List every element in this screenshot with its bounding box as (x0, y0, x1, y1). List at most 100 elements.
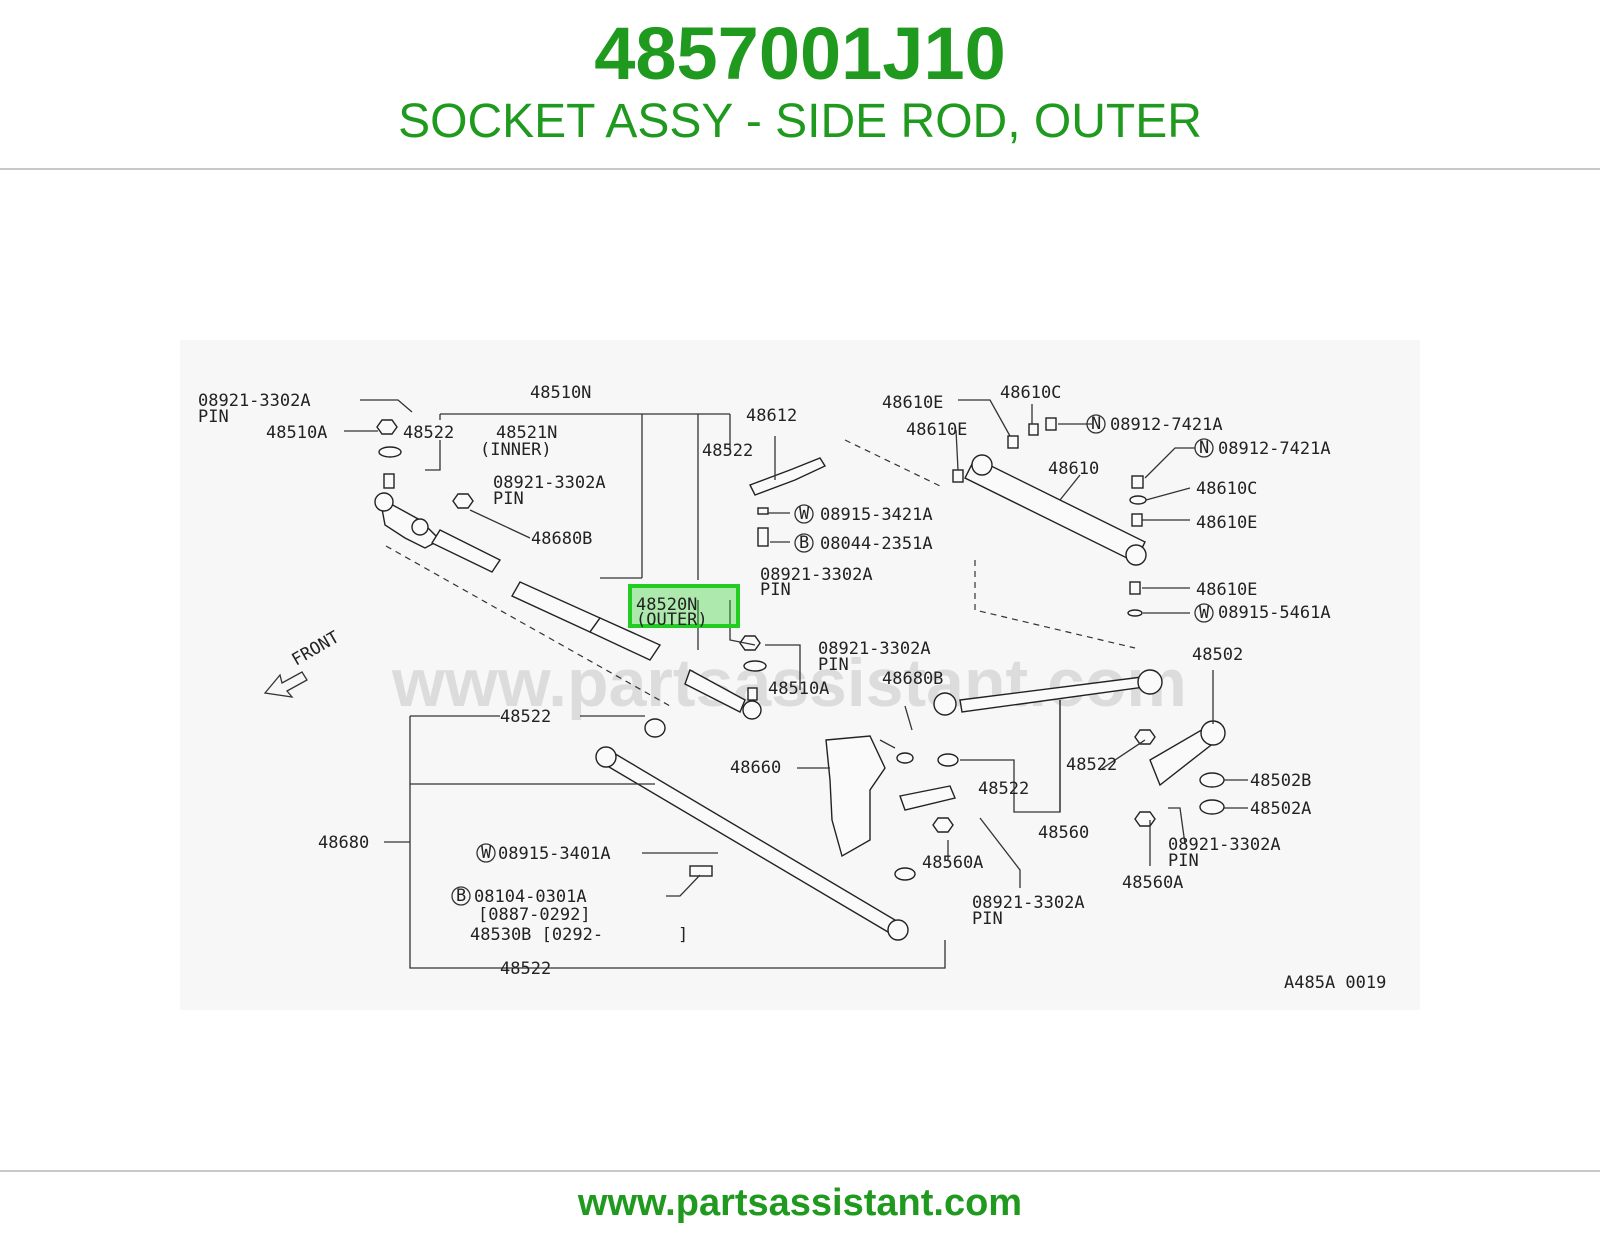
leader-pin-center (979, 817, 1021, 888)
label-48502b[interactable]: 48502B (1250, 771, 1311, 791)
bushing-48522 (644, 718, 666, 738)
label-48522-b[interactable]: 48522 (702, 441, 753, 461)
marker-n-2-text: N (1199, 438, 1209, 458)
label-48610c-1[interactable]: 48610C (1000, 383, 1061, 403)
relay-ball-right (1137, 669, 1163, 695)
guide-line-3 (974, 560, 1136, 649)
label-08912-7421a-1[interactable]: 08912-7421A (1110, 415, 1223, 435)
label-48522-e[interactable]: 48522 (1066, 755, 1117, 775)
pitman-eye (1200, 720, 1226, 746)
label-pin-word-1: PIN (198, 407, 229, 427)
leader-48610e-1 (958, 399, 1011, 437)
label-48610c-2[interactable]: 48610C (1196, 479, 1257, 499)
leader-48510n (439, 413, 731, 580)
leader-48610 (1059, 474, 1081, 501)
washer-48610c-1 (1028, 423, 1039, 436)
label-48530b[interactable]: 48530B [0292- (470, 925, 603, 945)
leader-08104 (666, 874, 701, 897)
adjuster-tube (588, 617, 662, 661)
marker-b-2-text: B (456, 886, 466, 906)
label-08912-7421a-2[interactable]: 08912-7421A (1218, 439, 1331, 459)
label-inner: (INNER) (480, 440, 552, 460)
diagram-code: A485A 0019 (1284, 973, 1386, 993)
highlight-48520n[interactable] (628, 584, 740, 628)
label-48660[interactable]: 48660 (730, 758, 781, 778)
label-48560a-right[interactable]: 48560A (1122, 873, 1183, 893)
bracket-48612 (749, 457, 827, 496)
washer-48502b (1199, 772, 1225, 788)
front-arrow-icon (263, 671, 308, 698)
part-description: SOCKET ASSY - SIDE ROD, OUTER (398, 95, 1202, 148)
ball-joint-right (742, 700, 762, 720)
label-48521n[interactable]: 48521N (496, 423, 557, 443)
marker-b-1-text: B (799, 533, 809, 553)
page-header: 4857001J10 SOCKET ASSY - SIDE ROD, OUTER (0, 0, 1600, 168)
boot-right (684, 668, 746, 713)
label-pin-word-4: PIN (818, 655, 849, 675)
label-48510a-b[interactable]: 48510A (768, 679, 829, 699)
label-48680[interactable]: 48680 (318, 833, 369, 853)
label-08044-2351a[interactable]: 08044-2351A (820, 534, 933, 554)
label-48610e-2[interactable]: 48610E (906, 420, 967, 440)
label-pin-08921-5[interactable]: 08921-3302A (1168, 835, 1281, 855)
label-08915-5461a[interactable]: 08915-5461A (1218, 603, 1331, 623)
label-pin-word-5: PIN (1168, 851, 1199, 871)
part-number: 4857001J10 (594, 12, 1006, 95)
label-48522-d[interactable]: 48522 (978, 779, 1029, 799)
marker-w-1-text: W (799, 504, 810, 524)
label-48522-f[interactable]: 48522 (500, 959, 551, 979)
ball-joint-left (374, 492, 394, 512)
label-48610[interactable]: 48610 (1048, 459, 1099, 479)
clamp-48680b (452, 493, 474, 509)
label-48560[interactable]: 48560 (1038, 823, 1089, 843)
stud-right (747, 687, 758, 701)
leader-48680b-center (904, 705, 913, 731)
label-48610e-4[interactable]: 48610E (1196, 580, 1257, 600)
label-pin-08921-2[interactable]: 08921-3302A (493, 473, 606, 493)
label-48510n[interactable]: 48510N (530, 383, 591, 403)
label-date-range-1: [0887-0292] (478, 905, 591, 925)
leader-48610c-2 (1145, 487, 1191, 501)
bushing-idler-1 (896, 752, 914, 764)
idler-link-48560 (899, 785, 956, 811)
label-48610e-3[interactable]: 48610E (1196, 513, 1257, 533)
label-pin-08921-4[interactable]: 08921-3302A (818, 639, 931, 659)
bushing-idler-2 (937, 753, 959, 767)
marker-w-2-text: W (1199, 603, 1210, 623)
label-08915-3421a[interactable]: 08915-3421A (820, 505, 933, 525)
label-48680b-b[interactable]: 48680B (882, 669, 943, 689)
label-48612[interactable]: 48612 (746, 406, 797, 426)
tie-rod-end-b (887, 919, 909, 941)
bushing-48610e-3 (1131, 513, 1143, 527)
bolt-08044-2351a (757, 527, 769, 547)
boot-left (430, 529, 502, 573)
leader-48521n (425, 440, 441, 471)
label-48522-c[interactable]: 48522 (500, 707, 551, 727)
label-08915-3401a[interactable]: 08915-3401A (498, 844, 611, 864)
label-pin-08921-1[interactable]: 08921-3302A (198, 391, 311, 411)
label-48522-a[interactable]: 48522 (403, 423, 454, 443)
label-48560a-center[interactable]: 48560A (922, 853, 983, 873)
label-48680b-a[interactable]: 48680B (531, 529, 592, 549)
nut-48502a (1199, 799, 1225, 815)
leader-48510a-right (765, 644, 801, 690)
footer-url[interactable]: www.partsassistant.com (577, 1182, 1023, 1224)
label-pin-08921-6[interactable]: 08921-3302A (972, 893, 1085, 913)
leader-pin-center2 (879, 739, 896, 749)
label-48610e-1[interactable]: 48610E (882, 393, 943, 413)
nut-08912-1 (1045, 417, 1057, 431)
nut-48522-right (1134, 729, 1156, 745)
label-48510a[interactable]: 48510A (266, 423, 327, 443)
label-48502[interactable]: 48502 (1192, 645, 1243, 665)
damper-eye-top (971, 454, 993, 476)
washer-48522-right (743, 660, 767, 672)
label-48502a[interactable]: 48502A (1250, 799, 1311, 819)
marker-b-2 (451, 886, 471, 906)
label-pin-word-2: PIN (493, 489, 524, 509)
label-08104-0301a[interactable]: 08104-0301A (474, 887, 587, 907)
washer-48560a (894, 867, 916, 881)
header-divider (0, 168, 1600, 170)
label-48520n[interactable]: 48520N (636, 595, 697, 615)
label-pin-08921-3[interactable]: 08921-3302A (760, 565, 873, 585)
